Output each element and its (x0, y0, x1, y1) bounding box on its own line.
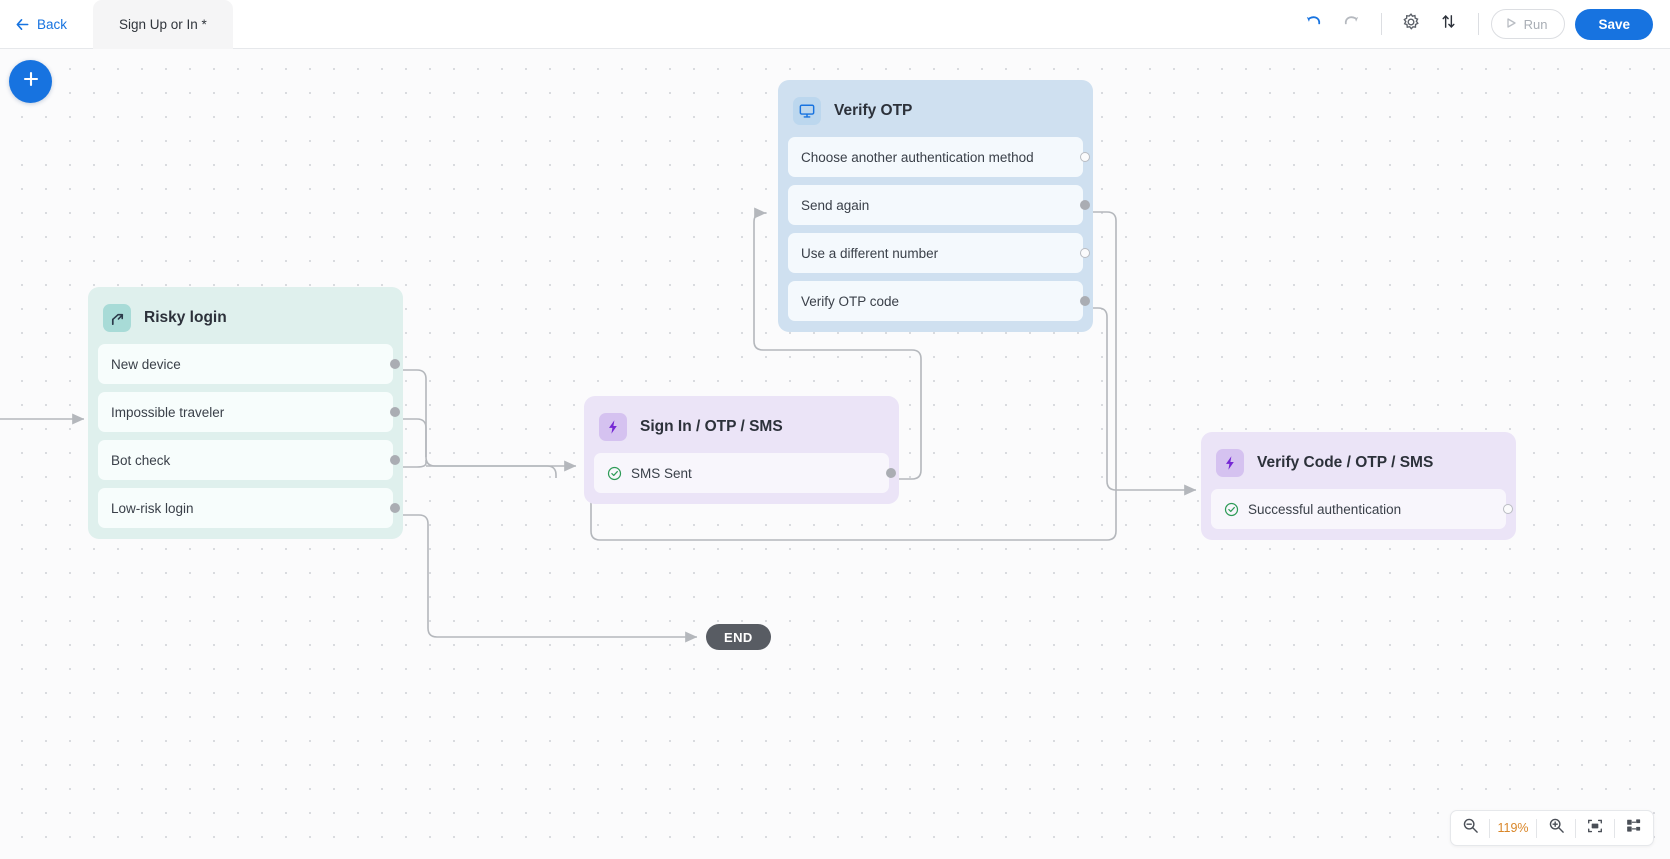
redo-icon (1342, 12, 1361, 36)
row-output-port[interactable] (390, 503, 400, 513)
node-risky-login[interactable]: Risky login New device Impossible travel… (88, 287, 403, 539)
zoom-divider-3 (1575, 818, 1576, 838)
node-header: Verify Code / OTP / SMS (1211, 441, 1506, 489)
zoom-out-icon (1462, 817, 1479, 839)
row-output-port[interactable] (1080, 248, 1090, 258)
check-circle-icon (607, 466, 622, 481)
toolbar-divider-1 (1380, 13, 1382, 35)
node-header: Verify OTP (788, 89, 1083, 137)
branch-icon (103, 304, 131, 332)
settings-button[interactable] (1394, 7, 1428, 41)
row-output-port[interactable] (1080, 152, 1090, 162)
node-row[interactable]: Impossible traveler (98, 392, 400, 432)
node-title: Verify OTP (834, 102, 913, 119)
node-header: Risky login (98, 296, 393, 344)
toolbar-divider-2 (1477, 13, 1479, 35)
edge-send-again-loop (590, 211, 1117, 541)
row-label: Bot check (111, 452, 171, 468)
sort-button[interactable] (1432, 7, 1466, 41)
node-title: Verify Code / OTP / SMS (1257, 454, 1434, 471)
row-output-port[interactable] (390, 359, 400, 369)
edge-new-device (392, 369, 557, 478)
flow-canvas[interactable]: Risky login New device Impossible travel… (0, 49, 1670, 859)
edge-bot-check (392, 460, 427, 468)
row-label: Low-risk login (111, 500, 194, 516)
node-title: Risky login (144, 309, 227, 326)
edge-layer (0, 207, 1197, 643)
edge-sms-sent-to-verify-otp (753, 207, 922, 480)
auto-layout-icon (1625, 817, 1643, 840)
row-output-port[interactable] (886, 468, 896, 478)
tab-sign-up-or-in[interactable]: Sign Up or In * (93, 0, 233, 49)
node-verify-code-otp-sms[interactable]: Verify Code / OTP / SMS Successful authe… (1201, 432, 1516, 540)
row-output-port[interactable] (1503, 504, 1513, 514)
screen-icon (793, 97, 821, 125)
end-label: END (724, 629, 753, 645)
zoom-out-button[interactable] (1451, 810, 1489, 846)
run-button[interactable]: Run (1490, 9, 1566, 39)
row-label: Impossible traveler (111, 404, 225, 420)
node-row[interactable]: SMS Sent (594, 453, 896, 493)
tab-strip: Sign Up or In * (93, 0, 233, 49)
gear-icon (1401, 12, 1421, 37)
node-header: Sign In / OTP / SMS (594, 405, 889, 453)
row-output-port[interactable] (1080, 296, 1090, 306)
add-node-button[interactable] (9, 60, 52, 103)
node-verify-otp[interactable]: Verify OTP Choose another authentication… (778, 80, 1093, 332)
node-sign-in-otp-sms[interactable]: Sign In / OTP / SMS SMS Sent (584, 396, 899, 504)
back-button[interactable]: Back (9, 13, 73, 36)
row-output-port[interactable] (390, 455, 400, 465)
node-row[interactable]: Choose another authentication method (788, 137, 1090, 177)
zoom-divider-1 (1489, 818, 1490, 838)
row-output-port[interactable] (390, 407, 400, 417)
node-row[interactable]: Bot check (98, 440, 400, 480)
redo-button[interactable] (1335, 7, 1369, 41)
node-row[interactable]: Successful authentication (1211, 489, 1513, 529)
arrow-left-icon (15, 17, 30, 32)
zoom-level-label[interactable]: 119% (1497, 821, 1529, 835)
auto-layout-button[interactable] (1615, 810, 1653, 846)
row-label: Successful authentication (1248, 501, 1402, 517)
zoom-controls: 119% (1450, 810, 1654, 846)
check-circle-icon (1224, 502, 1239, 517)
row-label: Send again (801, 197, 870, 213)
row-label: SMS Sent (631, 465, 692, 481)
undo-icon (1304, 12, 1323, 36)
row-label: Choose another authentication method (801, 149, 1034, 165)
zoom-divider-4 (1614, 818, 1615, 838)
zoom-in-icon (1548, 817, 1565, 839)
tab-label: Sign Up or In * (119, 16, 207, 32)
plus-icon (21, 69, 41, 94)
row-output-port[interactable] (1080, 200, 1090, 210)
node-row[interactable]: Verify OTP code (788, 281, 1090, 321)
zoom-divider-2 (1536, 818, 1537, 838)
back-label: Back (37, 16, 68, 32)
fit-to-screen-button[interactable] (1576, 810, 1614, 846)
edge-verify-otp-code-to-verify-code (1082, 307, 1197, 496)
node-row[interactable]: New device (98, 344, 400, 384)
save-button[interactable]: Save (1575, 8, 1653, 40)
edge-low-risk-to-end (392, 514, 698, 643)
edge-impossible-traveler (392, 418, 427, 457)
lightning-icon (599, 413, 627, 441)
row-label: New device (111, 356, 181, 372)
undo-button[interactable] (1297, 7, 1331, 41)
row-label: Use a different number (801, 245, 939, 261)
toolbar-actions: Run Save (1297, 7, 1670, 41)
row-label: Verify OTP code (801, 293, 900, 309)
zoom-in-button[interactable] (1537, 810, 1575, 846)
node-row[interactable]: Send again (788, 185, 1090, 225)
lightning-icon (1216, 449, 1244, 477)
run-label: Run (1523, 16, 1548, 32)
node-row[interactable]: Low-risk login (98, 488, 400, 528)
node-row[interactable]: Use a different number (788, 233, 1090, 273)
fit-to-screen-icon (1586, 817, 1604, 840)
play-icon (1505, 17, 1517, 32)
top-toolbar: Back Sign Up or In * (0, 0, 1670, 49)
node-title: Sign In / OTP / SMS (640, 418, 783, 435)
sort-arrows-icon (1439, 12, 1458, 36)
end-node[interactable]: END (706, 624, 771, 650)
